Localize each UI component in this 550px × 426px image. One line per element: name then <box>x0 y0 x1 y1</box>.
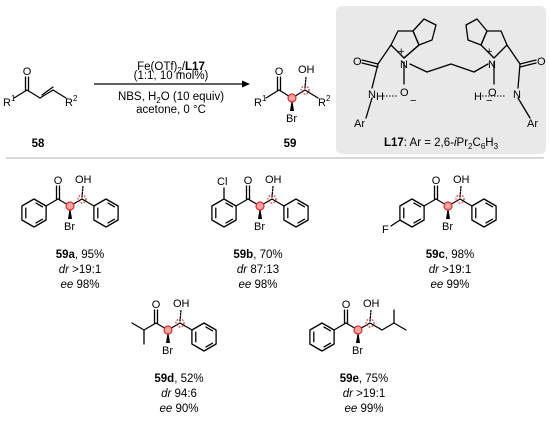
oxygen-label: O <box>244 175 253 187</box>
substrate-number: 58 <box>32 138 45 150</box>
product-59: O OH Br R1 R2 59 <box>254 64 331 150</box>
hydroxyl-label: OH <box>173 298 190 310</box>
oxygen-label: O <box>342 299 351 311</box>
compound-59c: F O OH Br <box>382 174 497 236</box>
carbonyl-oxygen-label: O <box>23 66 32 78</box>
caption-59d: 59d, 52% dr 94:6 ee 90% <box>154 373 203 415</box>
svg-text:59c, 98%: 59c, 98% <box>426 249 475 261</box>
ligand-h-left: H <box>376 91 384 103</box>
bromine-label: Br <box>64 221 75 233</box>
svg-text:ee 90%: ee 90% <box>159 403 198 415</box>
ligand-box: N N + + O O − − O O N N H H Ar Ar L17: A… <box>336 6 546 154</box>
product-hydroxyl-label: OH <box>298 64 315 76</box>
product-number: 59 <box>284 138 297 150</box>
ligand-carbonyl-o-right: O <box>537 56 546 68</box>
ligand-o-left: O <box>400 87 409 99</box>
r1-label: R1 <box>3 94 16 109</box>
solvent-temperature: acetone, 0 °C <box>136 104 206 116</box>
hydroxyl-label: OH <box>363 298 380 310</box>
svg-text:dr >19:1: dr >19:1 <box>343 388 386 400</box>
ligand-plus-left: + <box>398 46 404 58</box>
ligand-o-right: O <box>488 87 497 99</box>
product-r2-label: R2 <box>318 94 331 109</box>
catalyst-text: Fe(OTf)2/L17 <box>137 61 205 75</box>
svg-text:59d, 52%: 59d, 52% <box>154 373 203 385</box>
svg-text:59e, 75%: 59e, 75% <box>340 373 389 385</box>
svg-text:dr >19:1: dr >19:1 <box>59 264 102 276</box>
substrate-58: O R1 R2 58 <box>3 66 78 150</box>
product-oxygen-label: O <box>275 66 284 78</box>
ligand-h-right: H <box>474 91 482 103</box>
caption-59e: 59e, 75% dr >19:1 ee 99% <box>340 373 389 415</box>
caption-59b: 59b, 70% dr 87:13 ee 98% <box>233 249 282 291</box>
ligand-amide-n-left: N <box>368 89 376 101</box>
bromine-label: Br <box>254 221 265 233</box>
svg-text:ee 99%: ee 99% <box>430 279 469 291</box>
reaction-arrow <box>94 80 250 88</box>
svg-text:59a, 95%: 59a, 95% <box>56 249 105 261</box>
ligand-plus-right: + <box>486 46 492 58</box>
ligand-n-right: N <box>488 59 496 71</box>
fluorine-label: F <box>382 224 389 236</box>
hydroxyl-label: OH <box>75 174 92 186</box>
compound-59d: O OH Br <box>131 298 217 357</box>
compound-59b: Cl O OH Br <box>211 174 309 233</box>
oxygen-label: O <box>152 299 161 311</box>
svg-text:ee 98%: ee 98% <box>60 279 99 291</box>
ligand-ar-right: Ar <box>527 118 538 130</box>
product-r1-label: R1 <box>254 94 267 109</box>
hydroxyl-label: OH <box>453 174 470 186</box>
product-bromine-label: Br <box>286 113 297 125</box>
compound-59e: O OH Br <box>309 298 407 357</box>
svg-text:ee 99%: ee 99% <box>344 403 383 415</box>
svg-text:dr >19:1: dr >19:1 <box>429 264 472 276</box>
bromine-label: Br <box>162 345 173 357</box>
oxygen-label: O <box>54 175 63 187</box>
catalyst-loading: (1:1, 10 mol%) <box>134 70 209 82</box>
ligand-minus-right: − <box>486 95 492 107</box>
svg-text:59b, 70%: 59b, 70% <box>233 249 282 261</box>
svg-text:ee 98%: ee 98% <box>238 279 277 291</box>
svg-text:dr 87:13: dr 87:13 <box>237 264 279 276</box>
bromine-label: Br <box>442 221 453 233</box>
ligand-ar-left: Ar <box>354 118 365 130</box>
svg-text:dr 94:6: dr 94:6 <box>161 388 197 400</box>
hydroxyl-label: OH <box>265 174 282 186</box>
ligand-minus-left: − <box>410 95 416 107</box>
bromine-label: Br <box>352 345 363 357</box>
ligand-description: L17: Ar = 2,6-iPr2C6H3 <box>384 137 499 151</box>
reagent-text: NBS, H2O (10 equiv) <box>118 91 224 105</box>
caption-59c: 59c, 98% dr >19:1 ee 99% <box>426 249 475 291</box>
ligand-amide-n-right: N <box>513 89 521 101</box>
ligand-n-left: N <box>400 59 408 71</box>
r2-label: R2 <box>65 94 78 109</box>
compound-59a: O OH Br <box>21 174 119 233</box>
caption-59a: 59a, 95% dr >19:1 ee 98% <box>56 249 105 291</box>
ligand-carbonyl-o-left: O <box>353 56 362 68</box>
oxygen-label: O <box>432 175 441 187</box>
chlorine-label: Cl <box>217 176 227 188</box>
